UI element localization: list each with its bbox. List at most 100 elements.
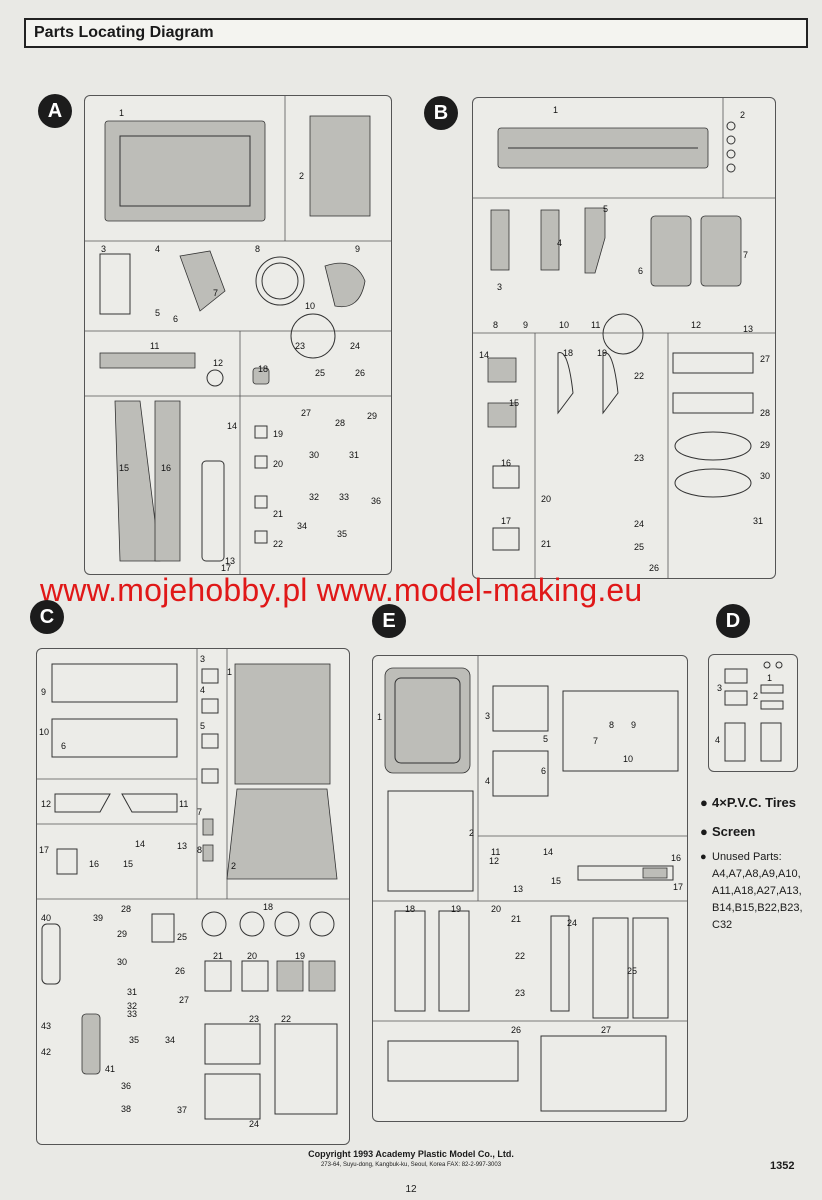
note-screen-text: Screen [712,824,756,839]
part-d4-label: 4 [715,735,721,745]
part-a23-label: 23 [295,341,306,351]
part-a8-label: 8 [255,244,261,254]
part-c26-label: 26 [175,966,186,976]
part-a30-label: 30 [309,450,320,460]
part-e4-label: 4 [485,776,491,786]
part-b7-label: 7 [743,250,749,260]
part-b26-label: 26 [649,563,660,573]
part-b15-label: 15 [509,398,520,408]
note-screen: ● Screen [700,824,810,839]
note-unused-list: A4,A7,A8,A9,A10, A11,A18,A27,A13, B14,B1… [712,868,803,931]
part-c40-label: 40 [41,913,52,923]
sprue-c-drawing [37,649,349,1120]
part-b29-label: 29 [760,440,771,450]
sprue-a-frame: 1 2 3 4 5 6 7 8 9 10 11 12 13 14 15 16 1… [84,95,392,575]
sprue-d-drawing [724,661,784,762]
footer-copyright: Copyright 1993 Academy Plastic Model Co.… [308,1149,514,1159]
part-b30-label: 30 [760,471,771,481]
sprue-b-badge: B [424,96,458,130]
part-c8-label: 8 [197,845,203,855]
part-b8-label: 8 [493,320,499,330]
part-e26-label: 26 [511,1025,522,1035]
part-a27-label: 27 [301,408,312,418]
part-a29-label: 29 [367,411,378,421]
part-a10-label: 10 [305,301,316,311]
part-c10-label: 10 [39,727,50,737]
part-b17-label: 17 [501,516,512,526]
part-e2-label: 2 [469,828,475,838]
part-b1-label: 1 [553,105,559,115]
part-e14-label: 14 [543,847,554,857]
part-b10-label: 10 [559,320,570,330]
part-a15-label: 15 [119,463,130,473]
part-a3-label: 3 [101,244,107,254]
part-e12-label: 12 [489,856,500,866]
part-e18-label: 18 [405,904,416,914]
part-c22-label: 22 [281,1014,292,1024]
part-c20-label: 20 [247,951,258,961]
part-c14-label: 14 [135,839,146,849]
part-a22-label: 22 [273,539,284,549]
part-c18-label: 18 [263,902,274,912]
part-c23-label: 23 [249,1014,260,1024]
part-e1-label: 1 [377,712,383,722]
part-b25-label: 25 [634,542,645,552]
sprue-e-frame: 1 2 3 4 5 6 7 8 9 10 11 12 13 14 15 16 1… [372,655,688,1122]
part-a2-label: 2 [299,171,305,181]
footer-address: 273-64, Suyu-dong, Kangbuk-ku, Seoul, Ko… [320,1162,502,1168]
part-c38-label: 38 [121,1104,132,1114]
sprue-a-drawing [85,96,391,574]
part-a33-label: 33 [339,492,350,502]
part-e25-label: 25 [627,966,638,976]
part-e5-label: 5 [543,734,549,744]
part-a1-label: 1 [119,108,125,118]
sprue-b-drawing [473,98,775,578]
part-b16-label: 16 [501,458,512,468]
part-a34-label: 34 [297,521,308,531]
part-c25-label: 25 [177,932,188,942]
part-c39-label: 39 [93,913,104,923]
part-a19-label: 19 [273,429,284,439]
part-d2-label: 2 [753,691,759,701]
part-a6-label: 6 [173,314,179,324]
part-e20-label: 20 [491,904,502,914]
part-e19-label: 19 [451,904,462,914]
part-e13-label: 13 [513,884,524,894]
page-title: Parts Locating Diagram [34,24,214,41]
part-c33-label: 33 [127,1009,138,1019]
part-c29-label: 29 [117,929,128,939]
part-e21-label: 21 [511,914,522,924]
part-c43-label: 43 [41,1021,52,1031]
part-c31-label: 31 [127,987,138,997]
part-e24-label: 24 [567,918,578,928]
part-a20-label: 20 [273,459,284,469]
part-c36-label: 36 [121,1081,132,1091]
sprue-a-badge: A [38,94,72,128]
part-a32-label: 32 [309,492,320,502]
watermark-text: www.mojehobby.pl www.model-making.eu [40,572,643,608]
part-b20-label: 20 [541,494,552,504]
part-a9-label: 9 [355,244,361,254]
part-a5-label: 5 [155,308,161,318]
sprue-d-frame: 3 2 1 4 [708,654,798,772]
part-c17-label: 17 [39,845,50,855]
part-e11-label: 11 [491,847,501,857]
part-a7-label: 7 [213,288,219,298]
part-b23-label: 23 [634,453,645,463]
part-c37-label: 37 [177,1105,188,1115]
note-unused-title: Unused Parts: [712,851,782,863]
sprue-e-drawing [373,656,687,1112]
part-c35-label: 35 [129,1035,140,1045]
note-tires-text: 4×P.V.C. Tires [712,795,796,810]
part-b22-label: 22 [634,371,645,381]
part-a13-label: 13 [225,556,236,566]
part-b12-label: 12 [691,320,702,330]
page-number: 12 [405,1184,417,1195]
part-e16-label: 16 [671,853,682,863]
part-a36-label: 36 [371,496,382,506]
part-b6-label: 6 [638,266,644,276]
part-b24-label: 24 [634,519,645,529]
header-bar: Parts Locating Diagram [24,18,808,48]
part-b13-label: 13 [743,324,754,334]
part-b27-label: 27 [760,354,771,364]
